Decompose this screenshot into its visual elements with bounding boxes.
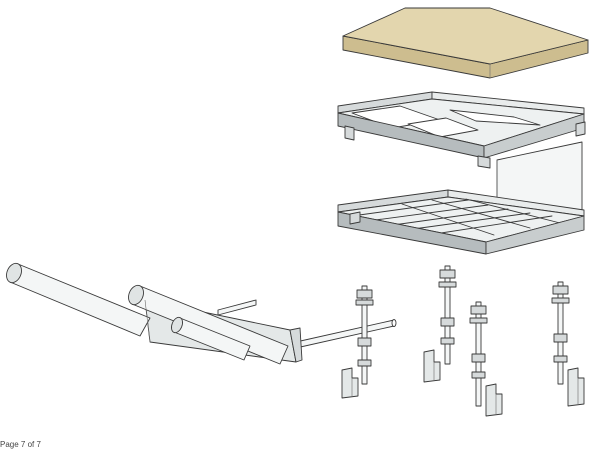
lower-frame <box>337 189 585 255</box>
threaded-rod-hanger-2 <box>423 265 457 383</box>
pipe-bracket-assembly <box>6 262 397 365</box>
page-number: Page 7 of 7 <box>0 440 41 449</box>
threaded-rod-hanger-3 <box>469 301 503 417</box>
top-board <box>342 7 589 79</box>
threaded-rod-hanger-4 <box>551 281 585 407</box>
upper-frame <box>337 91 586 169</box>
threaded-rod-hanger-1 <box>341 285 374 399</box>
